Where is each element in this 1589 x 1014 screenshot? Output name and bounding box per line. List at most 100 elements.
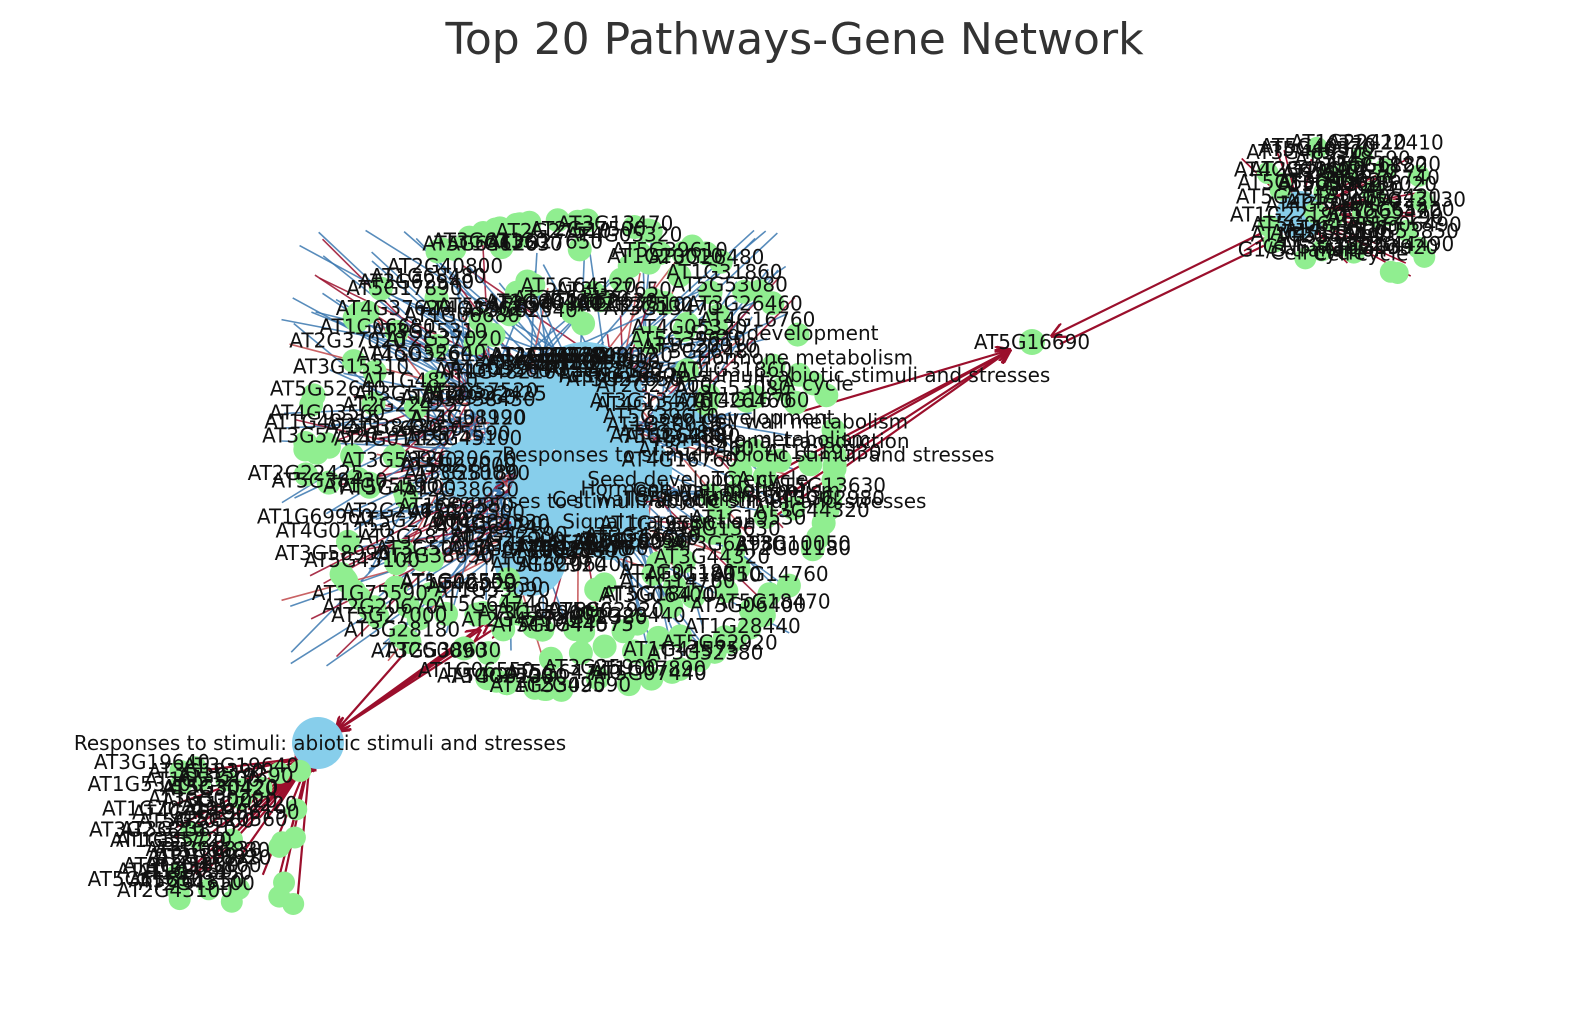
- gene-node: [384, 319, 409, 344]
- gene-label: AT3G62540: [462, 298, 578, 322]
- gene-node: [383, 575, 408, 600]
- gene-label: AT3G10050: [645, 562, 761, 586]
- gene-node: [698, 280, 723, 305]
- gene-node: [814, 383, 839, 408]
- gene-label: AT2G38630: [385, 638, 501, 662]
- gene-node: [475, 666, 500, 691]
- gene-node: [1362, 183, 1385, 206]
- gene-node: [592, 572, 617, 597]
- gene-node: [452, 636, 477, 661]
- gene-label: Cell cycle: [1270, 241, 1365, 265]
- gene-label: AT5G65420: [1338, 197, 1454, 221]
- gene-label: AT4G36190: [183, 800, 299, 824]
- gene-node: [674, 358, 699, 383]
- gene-node: [250, 776, 273, 799]
- gene-node: [699, 483, 724, 508]
- gene-label: Hormone metabolism: [654, 427, 870, 451]
- gene-label: AT2G22425: [431, 381, 547, 405]
- gene-label: AT3G50090: [375, 536, 491, 560]
- gene-node: [1313, 181, 1336, 204]
- gene-node: [393, 627, 418, 652]
- gene-label: AT3G19390: [177, 763, 293, 787]
- gene-node: [534, 677, 559, 702]
- gene-label: AT5G20560: [171, 807, 287, 831]
- gene-label: AT2G40800: [387, 254, 503, 278]
- gene-label: AT1G53090: [427, 512, 543, 536]
- gene-label: AT2G42590: [451, 522, 567, 546]
- gene-node: [640, 287, 665, 312]
- gene-label: AT3G58990: [341, 448, 457, 472]
- gene-node: [781, 496, 806, 521]
- gene-label: AT1G75590: [394, 421, 510, 445]
- gene-label: AT5G61850: [128, 869, 244, 893]
- gene-label: AT2G01180: [619, 560, 735, 584]
- chart-title: Top 20 Pathways-Gene Network: [445, 14, 1144, 65]
- gene-node: [633, 246, 658, 271]
- gene-label: AT3G26480: [644, 339, 760, 363]
- gene-label: AT5G40370: [1260, 134, 1376, 158]
- gene-label: AT4G03560: [357, 343, 473, 367]
- gene-node: [167, 881, 190, 904]
- gene-node: [329, 562, 354, 587]
- gene-node: [1294, 247, 1317, 270]
- gene-node: [718, 629, 743, 654]
- gene-label: AT1G14760: [619, 569, 735, 593]
- gene-label: AT2G43100: [139, 871, 255, 895]
- gene-label: AT5G61820: [1311, 154, 1427, 178]
- network-edge: [1059, 236, 1283, 345]
- gene-label: AT4G01120: [276, 519, 392, 543]
- gene-label: AT3G06400: [599, 583, 715, 607]
- gene-node: [761, 353, 786, 378]
- gene-node: [521, 614, 546, 639]
- network-edge: [290, 508, 537, 665]
- gene-node: [811, 510, 836, 535]
- gene-label: AT1G75590: [323, 474, 439, 498]
- gene-label: AT3G48590: [1295, 146, 1411, 170]
- gene-node: [285, 798, 308, 821]
- gene-node: [759, 449, 784, 474]
- gene-label: Cell wall metabolism: [552, 487, 760, 511]
- gene-label: AT3G57520: [262, 424, 378, 448]
- gene-node: [1342, 241, 1365, 264]
- gene-label: AT5G13630: [665, 517, 781, 541]
- gene-label: AT3G23810: [120, 817, 236, 841]
- gene-label: AT3G26480: [609, 423, 725, 447]
- gene-label: AT5G61850: [88, 867, 204, 891]
- gene-node: [1350, 146, 1373, 169]
- gene-node: [293, 431, 318, 456]
- network-edge: [420, 396, 472, 491]
- gene-label: AT3G62540: [524, 351, 640, 375]
- gene-label: AT4G39470: [1265, 193, 1381, 217]
- gene-node-hub: [1019, 329, 1045, 355]
- gene-label: AT4G16760: [693, 388, 809, 412]
- gene-label: AT1G20010: [606, 413, 722, 437]
- network-edge: [296, 757, 310, 898]
- gene-label: AT3G19390: [148, 759, 264, 783]
- gene-label: AT5G64740: [433, 592, 549, 616]
- gene-label: AT3G27650: [566, 367, 682, 391]
- gene-label: AT5G52640: [449, 355, 565, 379]
- gene-node: [403, 395, 428, 420]
- gene-label: AT3G15020: [1321, 172, 1437, 196]
- gene-label: AT5G40370: [1258, 137, 1374, 161]
- gene-label: AT1G48210: [264, 409, 380, 433]
- gene-label: Cell wall metabolism: [633, 478, 841, 502]
- gene-label: AT5G52640: [370, 340, 486, 364]
- gene-node: [1303, 201, 1326, 224]
- gene-label: AT5G06490: [1251, 212, 1367, 236]
- gene-node: [748, 279, 773, 304]
- gene-label: AT3G50090: [371, 639, 487, 663]
- gene-label: AT1G70220: [102, 797, 218, 821]
- gene-label: AT5G50690: [1278, 172, 1394, 196]
- gene-label: TCA cycle: [756, 371, 854, 395]
- gene-label: AT3G58990: [409, 406, 525, 430]
- gene-label: AT4G02330: [451, 664, 567, 688]
- gene-node: [521, 273, 546, 298]
- gene-node: [341, 349, 366, 374]
- gene-node: [220, 828, 243, 851]
- gene-node: [1320, 209, 1343, 232]
- gene-label: AT1G58950: [116, 858, 232, 882]
- gene-label: AT1G53850: [1343, 219, 1459, 243]
- gene-label: AT5G62920: [548, 598, 664, 622]
- gene-label: AT1G06680: [491, 344, 607, 368]
